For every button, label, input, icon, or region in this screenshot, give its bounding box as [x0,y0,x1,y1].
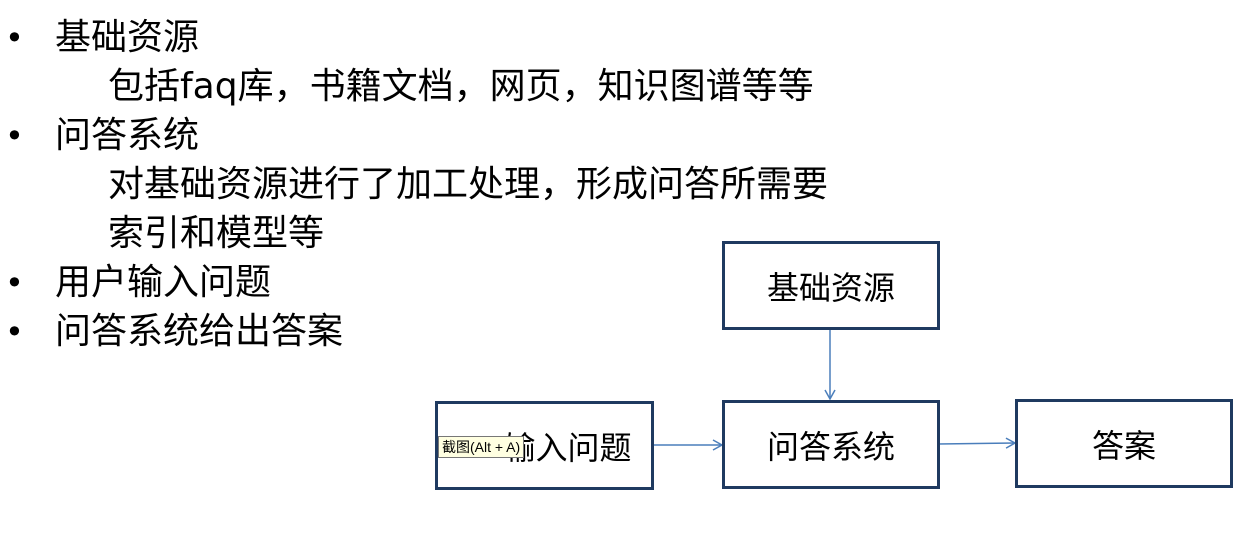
sub-item-qa-desc-1: 对基础资源进行了加工处理，形成问答所需要 [108,164,829,205]
sub-item-qa-desc-2: 索引和模型等 [108,213,325,254]
bullet-item-user-input: 用户输入问题 [55,262,272,303]
bullet-item-qa-system: 问答系统 [55,115,200,156]
node-basic-resources: 基础资源 [722,241,940,330]
bullet-dot: • [5,117,24,155]
node-input-question-label: 输入问题 [503,428,632,467]
bullet-item-answer: 问答系统给出答案 [55,311,344,352]
node-answer-label: 答案 [1091,426,1156,465]
node-basic-resources-label: 基础资源 [766,268,895,307]
node-qa-system-label: 问答系统 [766,427,895,466]
bullet-dot: • [5,264,24,302]
bullet-item-resource: 基础资源 [55,17,200,58]
bullet-dot: • [5,313,24,351]
arrow-qa-to-answer [937,437,1017,449]
bullet-dot: • [5,19,24,57]
screenshot-tooltip: 截图(Alt + A) [438,436,525,458]
node-qa-system: 问答系统 [722,400,940,489]
sub-item-resource-desc: 包括faq库，书籍文档，网页，知识图谱等等 [108,66,814,107]
node-answer: 答案 [1015,399,1233,488]
